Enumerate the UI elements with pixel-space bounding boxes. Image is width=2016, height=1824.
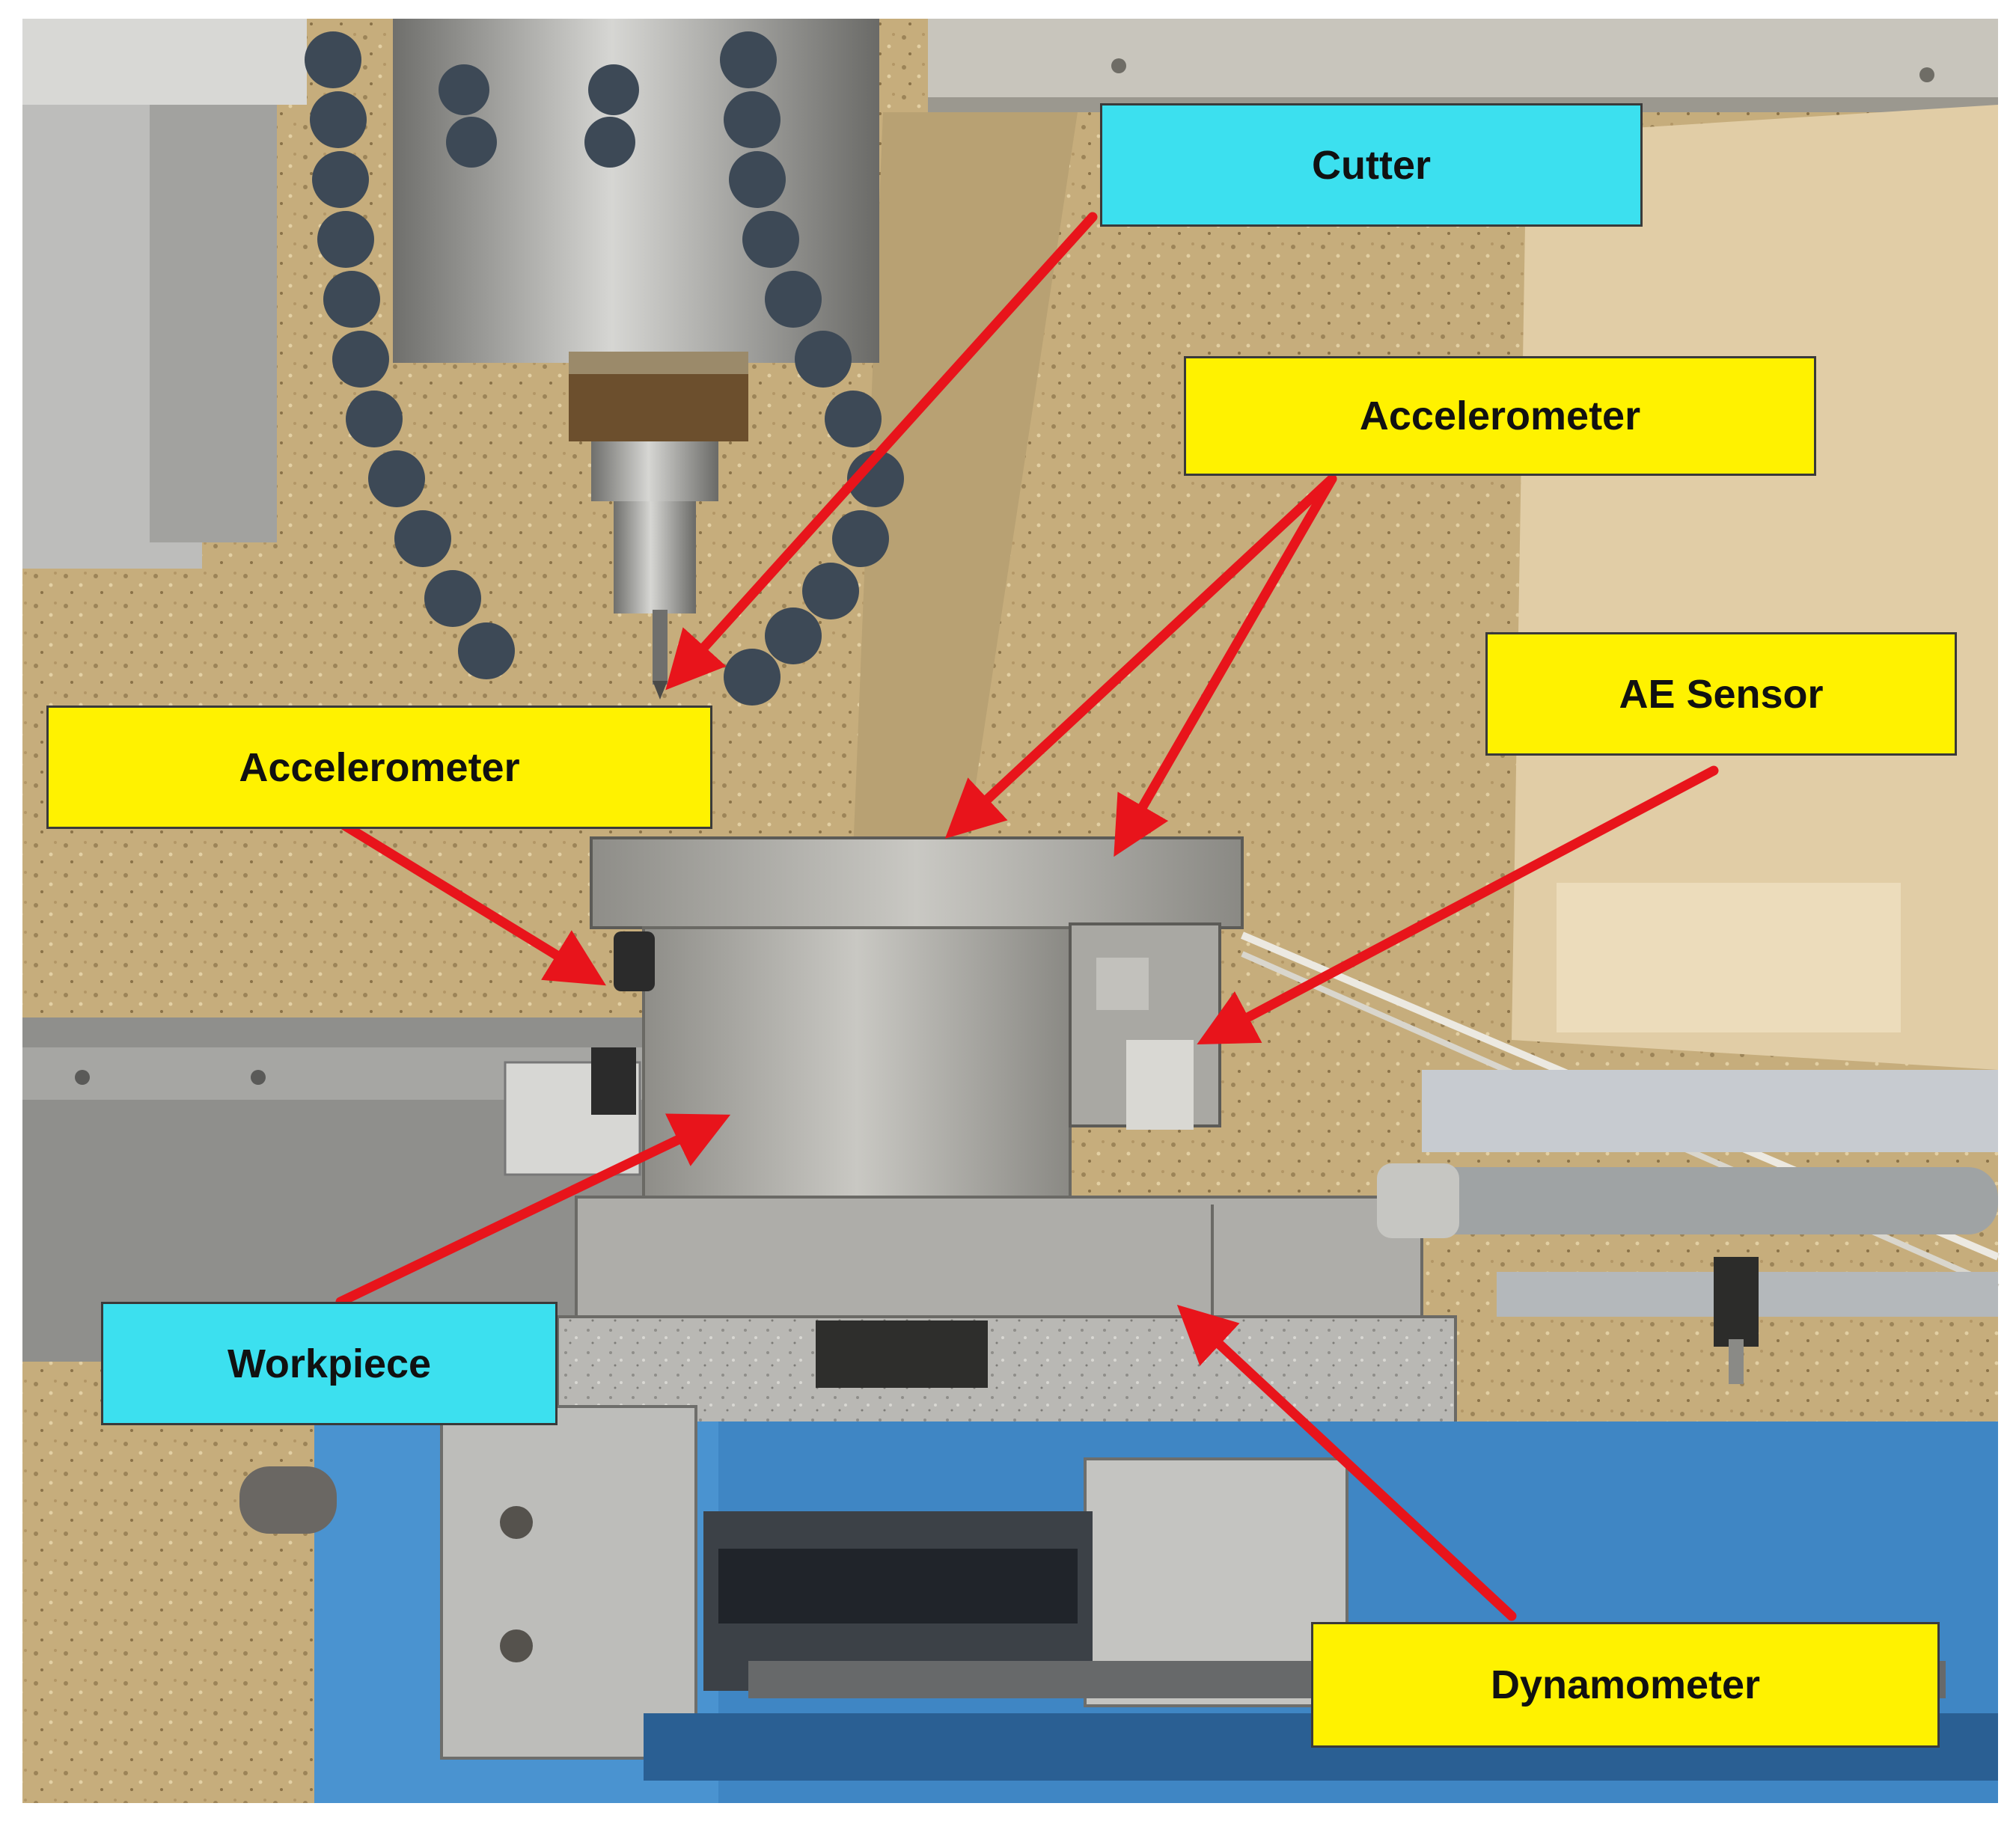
arrow-to-accelerometer-left [335,818,606,986]
photo-area [22,19,2000,1803]
arrow-to-ae-sensor [1197,765,1719,1044]
arrow-to-dynamometer [1176,1305,1517,1621]
callout-dynamometer: Dynamometer [1311,1622,1940,1748]
callout-workpiece: Workpiece [101,1302,558,1425]
callout-accelerometer-left: Accelerometer [46,706,712,829]
sensor-cables [1241,931,2000,1384]
arrow-to-workpiece [335,1113,731,1307]
arrow-to-cutter [665,212,1098,691]
callout-cutter: Cutter [1100,103,1643,227]
coolant-hoses [305,31,904,706]
arrow-to-accelerometer-top-right [1114,474,1337,857]
callout-ae-sensor: AE Sensor [1485,632,1957,756]
arrow-to-accelerometer-top-left [944,474,1337,839]
annotation-arrows [335,212,1719,1621]
callout-accelerometer-top: Accelerometer [1184,356,1816,476]
